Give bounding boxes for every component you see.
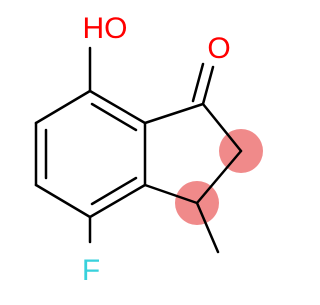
molecule-structure: O HO F: [34, 12, 263, 287]
bond-c1-o-second: [191, 62, 205, 103]
inner-bond-c3a-c4: [90, 176, 138, 206]
bond-c2-c3: [195, 149, 243, 205]
atom-label-hydroxyl: HO: [83, 12, 128, 45]
bond-c3a-c4: [88, 183, 147, 219]
bond-c7a-c1: [143, 102, 205, 125]
bond-c3-methyl: [195, 201, 220, 254]
molecule-canvas: O HO F: [34, 12, 263, 287]
bond-group: [34, 46, 243, 254]
atom-label-fluorine: F: [82, 254, 100, 287]
atom-label-carbonyl-o: O: [207, 32, 230, 65]
bond-c3-c3a: [143, 183, 199, 205]
bond-c4-c5: [34, 183, 92, 219]
bond-c1-c2: [201, 102, 243, 153]
bond-c6-c7: [34, 89, 92, 125]
bond-c1-o: [201, 65, 215, 106]
inner-bond-c7-c7a: [90, 102, 138, 132]
bond-c7-c7a: [88, 89, 147, 125]
